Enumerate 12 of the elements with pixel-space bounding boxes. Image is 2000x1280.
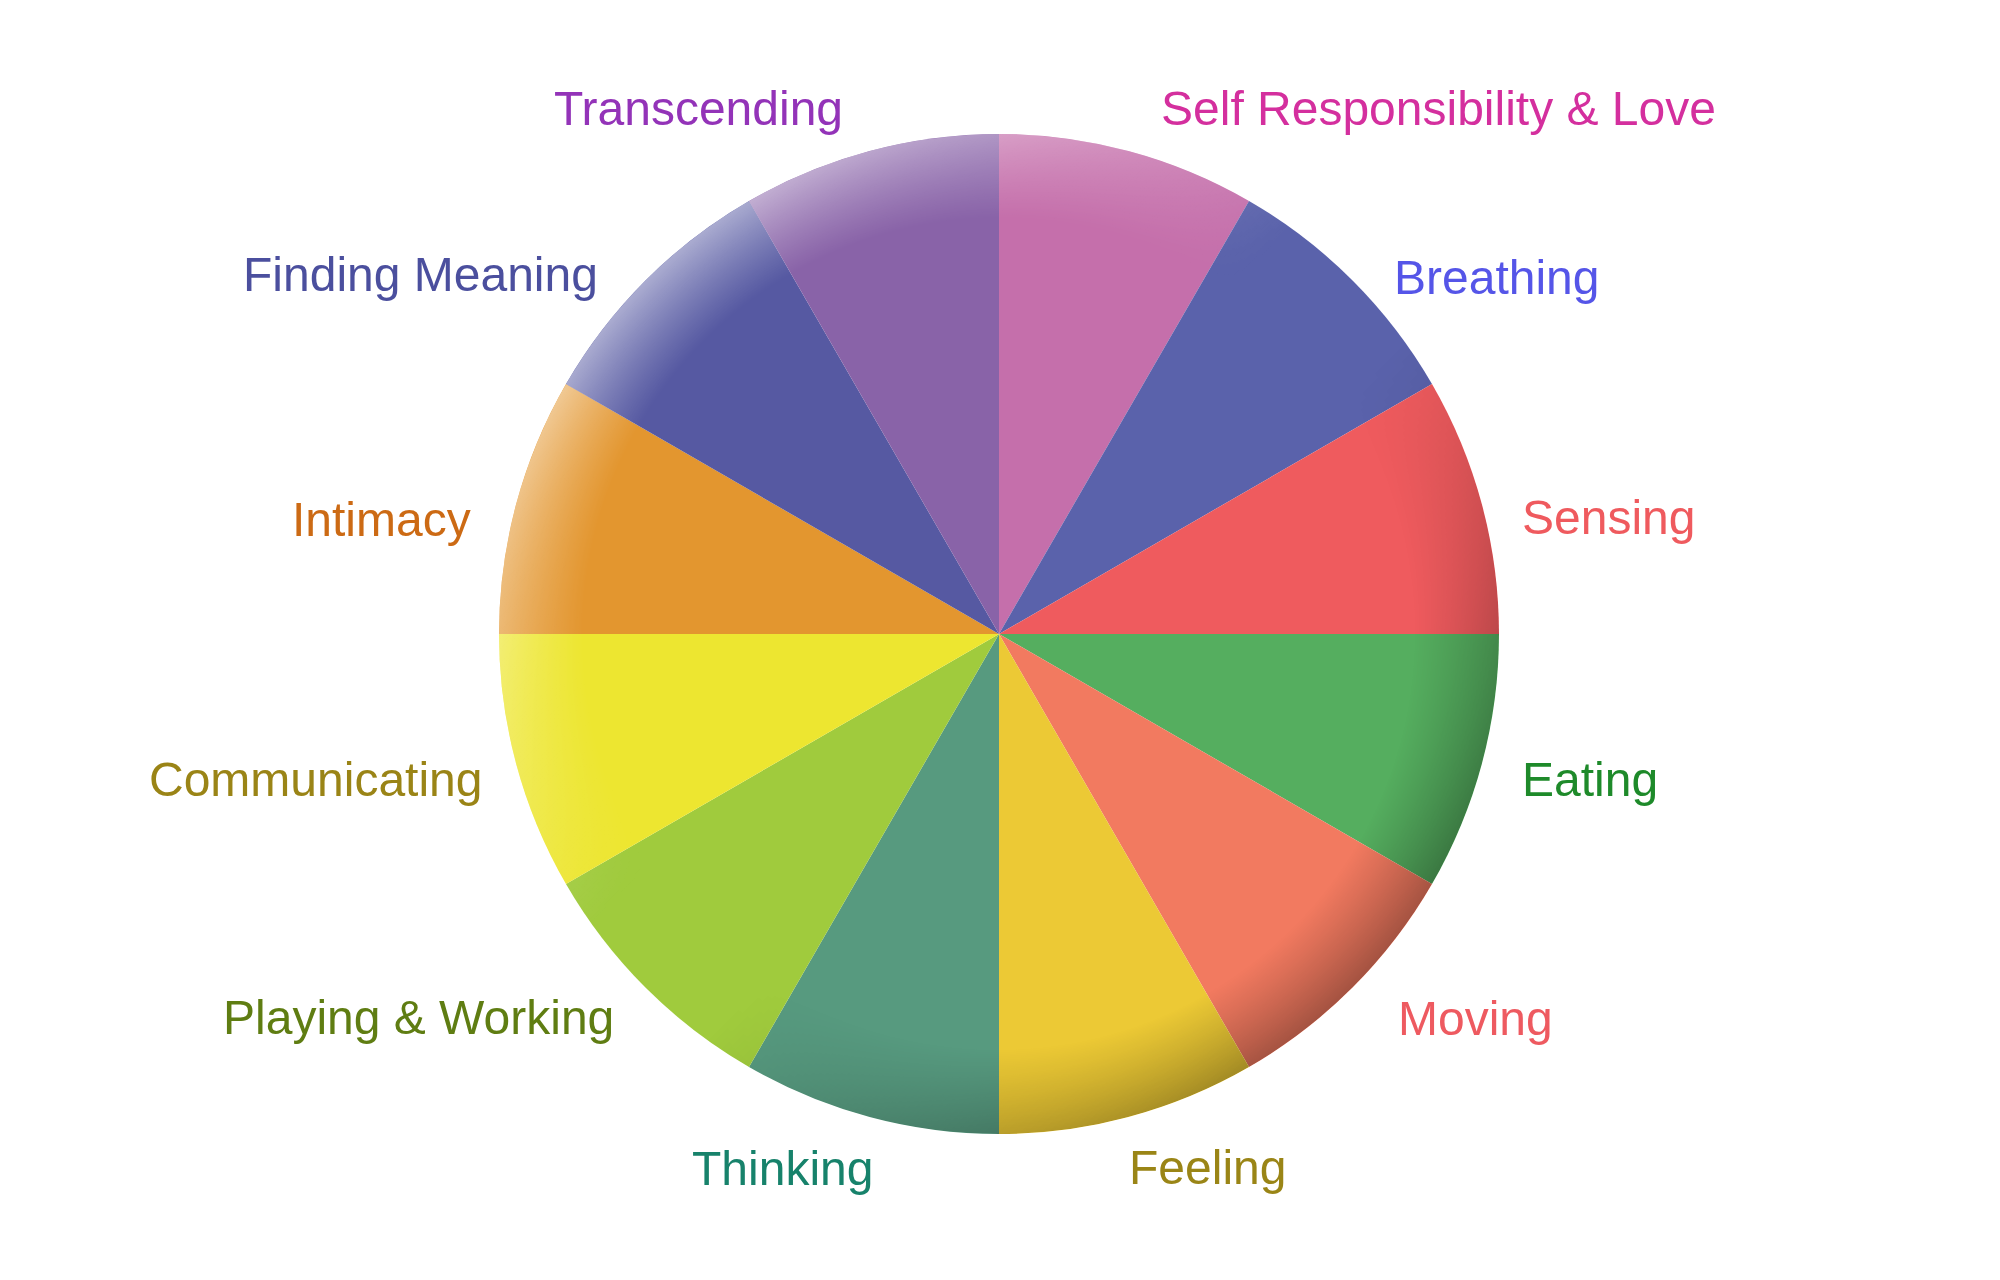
- segment-label: Finding Meaning: [243, 246, 598, 302]
- segment-label: Transcending: [554, 80, 844, 136]
- segment-label: Intimacy: [292, 491, 471, 547]
- segment-label: Breathing: [1394, 249, 1600, 305]
- segment-label: Thinking: [692, 1140, 874, 1196]
- segment-label: Sensing: [1522, 489, 1696, 545]
- segment-label: Self Responsibility & Love: [1161, 80, 1716, 136]
- segment-label: Communicating: [149, 751, 483, 807]
- segment-label: Eating: [1522, 751, 1659, 807]
- segment-label: Playing & Working: [223, 989, 615, 1045]
- segment-label: Feeling: [1129, 1139, 1287, 1195]
- segment-label: Moving: [1398, 990, 1553, 1046]
